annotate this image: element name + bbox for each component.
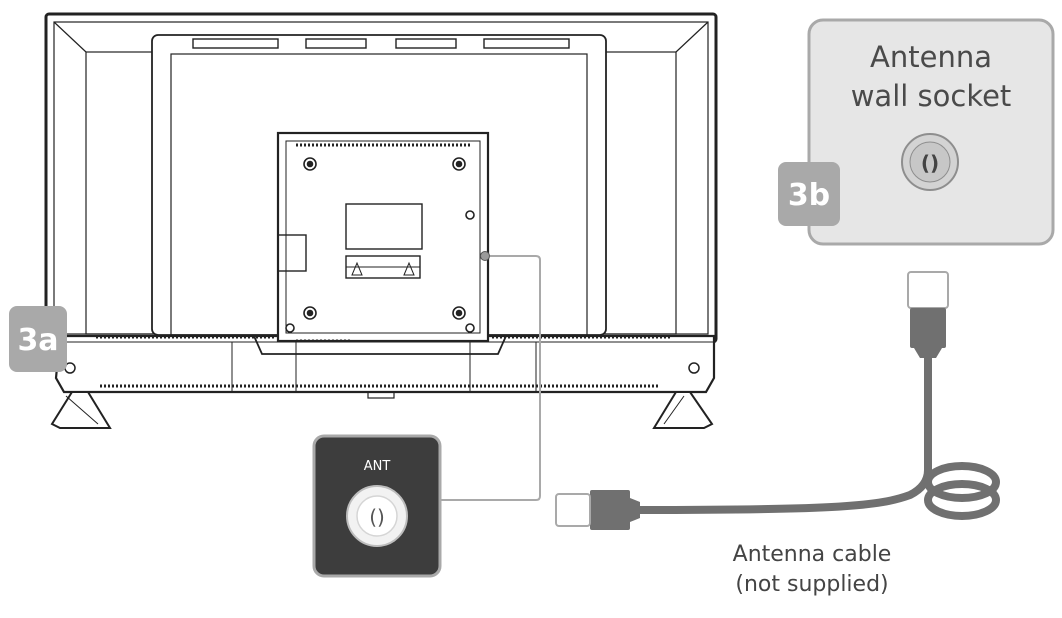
badge-3b-text: 3b [788,178,830,213]
mount-screws [285,157,475,333]
coax-connector-icon: () [369,505,385,529]
tv-feet [50,391,714,429]
socket-title-line1: Antenna [870,40,992,74]
badge-3a: 3a [9,306,67,372]
antenna-wall-socket: Antenna wall socket () [807,18,1055,246]
badge-3b: 3b [778,162,840,226]
socket-title-line2: wall socket [851,79,1012,113]
cable-caption-line2: (not supplied) [735,572,888,597]
tv-back [44,12,718,399]
callout-line [440,255,541,501]
wall-socket-connector-icon: () [921,151,939,175]
tv-ant-port [480,251,490,261]
badge-3a-text: 3a [17,323,58,358]
antenna-cable [555,271,1000,530]
ant-port-closeup: ANT () [312,434,442,578]
ant-port-label: ANT [364,459,391,474]
cable-caption-line1: Antenna cable [733,542,892,567]
